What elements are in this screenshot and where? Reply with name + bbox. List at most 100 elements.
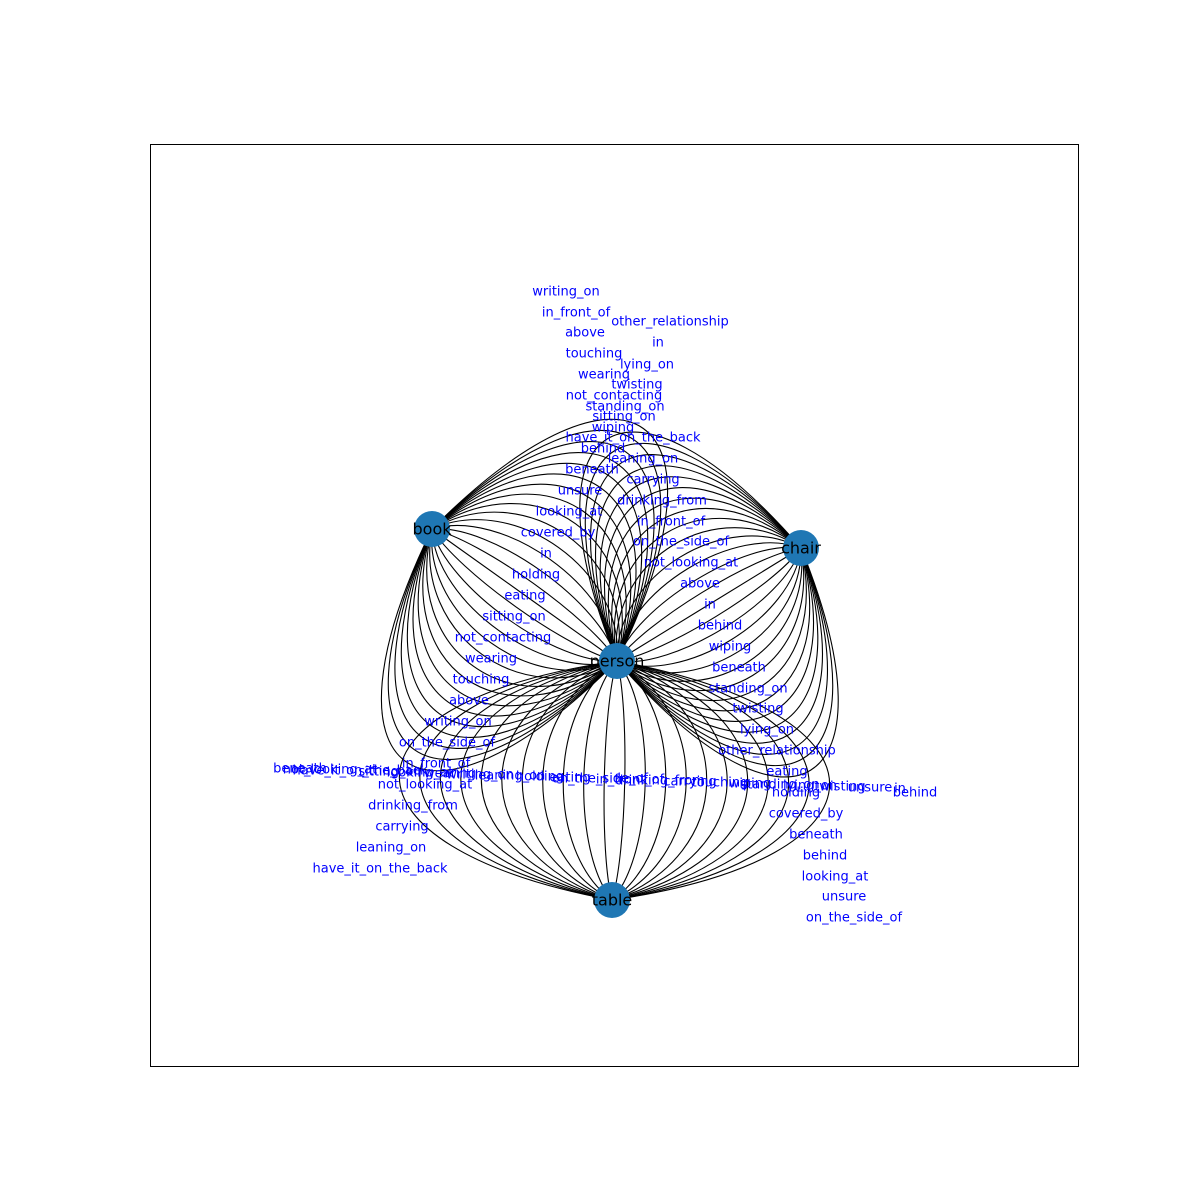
edge-person-chair-1 <box>584 442 802 662</box>
edge-label: sitting_on <box>592 410 655 425</box>
edge-person-book-16 <box>431 528 618 662</box>
edge-label: on_the_side_of <box>399 736 496 751</box>
edge-person-table-20 <box>419 660 618 901</box>
edge-person-book-1 <box>387 528 618 761</box>
node-person: person <box>590 643 645 679</box>
edge-label: behind <box>698 619 743 634</box>
edge-person-chair-13 <box>616 547 802 662</box>
edge-person-chair-22 <box>616 547 811 712</box>
edge-label: have_it_on_the_back <box>292 764 427 779</box>
edge-person-book-27 <box>431 429 662 662</box>
node-book-label: book <box>413 520 453 539</box>
edge-person-chair-19 <box>616 547 803 682</box>
edge-person-table-17 <box>480 660 618 901</box>
edge-person-table-18 <box>460 660 618 901</box>
edge-labels-layer: writing_onin_front_ofabovetouchingwearin… <box>273 285 937 926</box>
edge-label: other_relationship <box>718 744 836 759</box>
edge-person-chair-21 <box>616 547 807 701</box>
edge-person-book-21 <box>431 493 627 662</box>
edge-label: wiping <box>709 640 752 655</box>
edge-person-table-12 <box>583 660 618 901</box>
edge-person-chair-9 <box>615 527 802 662</box>
node-chair: chair <box>781 530 821 566</box>
edge-label: looking_at <box>387 766 454 781</box>
edge-label: beneath <box>273 762 327 777</box>
edge-person-table-19 <box>439 660 618 901</box>
edge-label: wiping <box>592 421 635 436</box>
node-book: book <box>413 511 453 547</box>
edge-label: standing_on <box>585 400 664 415</box>
edge-label: leaning_on <box>356 841 427 856</box>
edge-person-book-14 <box>431 528 618 662</box>
edge-person-table-16 <box>501 660 618 901</box>
edge-label: carrying <box>375 820 428 835</box>
edge-person-table-2 <box>611 660 790 901</box>
edge-label: in <box>894 782 906 797</box>
node-book-circle <box>414 511 450 547</box>
edge-label: unsure <box>848 781 893 796</box>
edge-label: behind <box>803 849 848 864</box>
edge-label: have_it_on_the_back <box>312 862 447 877</box>
edge-label: sitting_on <box>358 765 421 780</box>
plot-frame <box>150 144 1079 1067</box>
edge-person-book-2 <box>394 528 618 749</box>
edge-label: in_front_of <box>637 515 706 530</box>
edge-person-table-6 <box>611 660 708 901</box>
edge-label: holding <box>516 770 564 785</box>
edge-label: carrying <box>663 775 716 790</box>
edges-layer <box>380 418 839 901</box>
edge-label: beneath <box>712 661 766 676</box>
node-chair-circle <box>783 530 819 566</box>
edge-label: eating <box>766 765 807 780</box>
edge-label: not_contacting <box>566 389 663 404</box>
edge-label: touching <box>692 776 749 791</box>
edge-person-chair-8 <box>613 517 802 662</box>
edge-person-book-15 <box>431 528 618 662</box>
edge-label: behind <box>581 442 626 457</box>
edge-person-book-28 <box>431 418 669 662</box>
edge-person-chair-6 <box>607 497 802 662</box>
edge-label: lying_on <box>783 779 837 794</box>
edge-label: in <box>540 547 552 562</box>
edge-label: touching <box>453 673 510 688</box>
edge-person-book-11 <box>431 528 618 666</box>
edge-label: not_contacting <box>455 631 552 646</box>
edge-person-book-20 <box>431 502 623 662</box>
edge-label: in_front_of <box>542 306 611 321</box>
edge-person-book-6 <box>417 528 618 707</box>
edge-label: looking_at <box>802 870 869 885</box>
node-person-circle <box>599 643 635 679</box>
edge-person-chair-7 <box>611 508 802 662</box>
edge-label: above <box>565 326 605 341</box>
edge-label: on_the_side_of <box>806 911 903 926</box>
edge-label: in_front_of <box>402 757 471 772</box>
edge-person-book-23 <box>431 473 637 662</box>
edge-label: drinking_from <box>368 799 458 814</box>
node-chair-label: chair <box>781 539 821 558</box>
edge-person-chair-11 <box>616 542 802 662</box>
edge-person-chair-4 <box>599 476 802 662</box>
edge-person-chair-24 <box>616 547 819 733</box>
node-person-label: person <box>590 652 645 671</box>
edge-person-chair-2 <box>590 454 802 662</box>
edge-label: writing_on <box>532 285 599 300</box>
edge-label: lying_on <box>620 358 674 373</box>
edge-person-chair-15 <box>616 547 802 662</box>
edge-person-table-10 <box>611 660 626 901</box>
edge-person-table-9 <box>611 660 646 901</box>
node-table-label: table <box>592 891 633 910</box>
edge-label: lying_on <box>740 723 794 738</box>
edge-label: twisting <box>611 378 662 393</box>
edge-label: writing_on <box>446 768 513 783</box>
edge-label: wearing <box>424 767 476 782</box>
edge-label: other_relationship <box>611 315 729 330</box>
edge-label: leaning_on <box>608 452 679 467</box>
edge-label: above <box>680 577 720 592</box>
edge-label: in <box>704 598 716 613</box>
nodes-layer: person book chair table <box>413 511 821 918</box>
edge-label: above <box>449 694 489 709</box>
edge-person-table-7 <box>611 660 687 901</box>
edge-person-book-12 <box>431 528 618 662</box>
